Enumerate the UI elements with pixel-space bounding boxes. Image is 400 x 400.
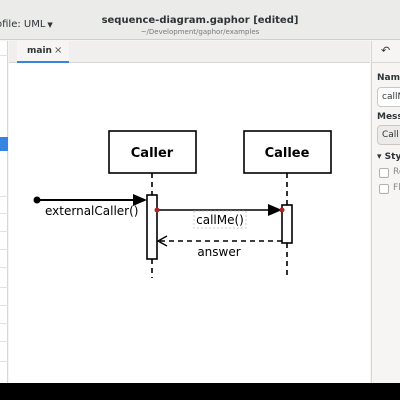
lifeline-caller[interactable]: Caller [108,130,197,278]
diagram-canvas[interactable]: Caller Callee externalCaller() [9,63,370,383]
window-title: sequence-diagram.gaphor [edited] [101,15,299,26]
handle-icon[interactable] [279,207,285,213]
execution-spec[interactable] [146,194,158,260]
checkbox[interactable] [379,168,389,178]
header-bar: ofile: UML▼ sequence-diagram.gaphor [edi… [0,0,400,40]
undo-icon[interactable]: ↶ [381,44,391,57]
arrowhead-icon [133,194,147,206]
found-message-dot [33,196,41,204]
style-expander[interactable]: ▾ Style [377,152,400,162]
tree-row-selected[interactable] [0,137,8,151]
checkbox[interactable] [379,184,389,194]
message-label: externalCaller() [45,204,138,218]
tree-row-divider [0,55,8,56]
message-sort-select[interactable]: Call [377,125,400,145]
handle-icon[interactable] [154,207,160,213]
tree-row-divider [0,305,8,306]
checkbox-label: Re [393,167,400,177]
app-window: ofile: UML▼ sequence-diagram.gaphor [edi… [0,0,400,383]
tab-label: main [27,46,52,56]
lifeline-callee[interactable]: Callee [243,130,332,278]
profile-label: ofile: UML [0,19,46,30]
profile-selector[interactable]: ofile: UML▼ [0,19,53,30]
message-sort-label: Message [377,112,400,122]
close-icon[interactable]: × [54,45,63,56]
style-label: Style [384,152,400,162]
arrowhead-icon [268,204,282,216]
message-external-caller[interactable]: externalCaller() [33,194,148,218]
tab-main[interactable]: main × [17,41,69,63]
chevron-down-icon: ▼ [47,21,53,29]
lifeline-name-caller: Caller [131,146,174,161]
message-label: callMe() [196,213,244,227]
tree-row-divider [0,213,8,214]
lifeline-name-callee: Callee [265,146,310,161]
tree-row-divider [0,196,8,197]
tree-row-divider [0,287,8,288]
open-arrowhead-icon [156,235,168,247]
tree-row-divider [0,323,8,324]
name-field[interactable]: callMe() [377,87,400,107]
property-toolbar: ↶ [372,41,400,63]
chevron-down-icon: ▾ [377,152,382,162]
tree-row-divider [0,361,8,362]
tree-row-divider [0,249,8,250]
model-browser-panel[interactable] [0,41,8,383]
tree-row-divider [0,341,8,342]
lifeline-head-callee[interactable] [243,130,332,174]
window-subtitle: ~/Development/gaphor/examples [140,28,260,36]
message-label: answer [197,245,240,259]
message-answer[interactable]: answer [156,235,282,259]
sequence-diagram: Caller Callee externalCaller() [33,130,332,278]
tree-row-divider [0,267,8,268]
property-editor-panel: ↶ Name callMe() Message Call ▾ Style Re … [371,41,400,383]
name-label: Name [377,73,400,83]
selection-outline [193,210,247,229]
checkbox-label: Fl [393,183,400,193]
tree-row-divider [0,231,8,232]
message-call-me[interactable]: callMe() [154,204,285,229]
diagram-tab-bar: main × [9,41,370,63]
